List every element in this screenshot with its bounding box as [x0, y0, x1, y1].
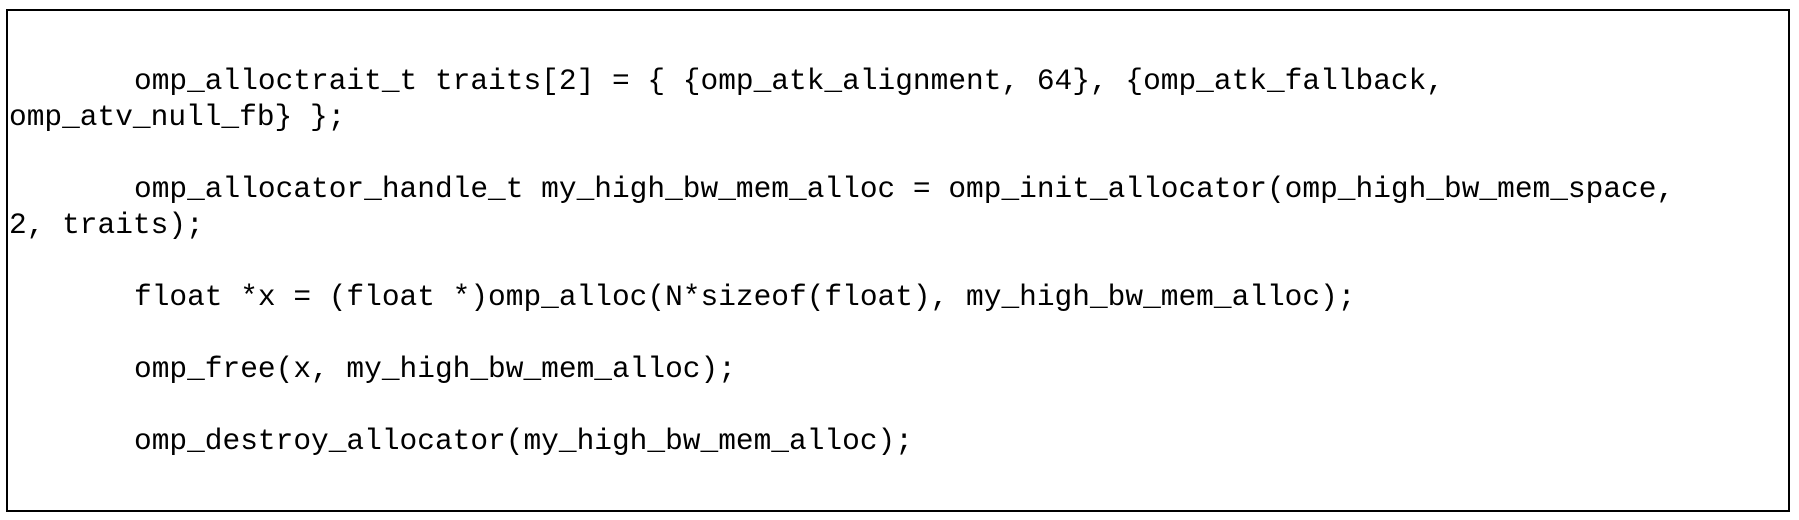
code-line-destroy-allocator: omp_destroy_allocator(my_high_bw_mem_all…	[134, 424, 913, 458]
code-line-omp-alloc: float *x = (float *)omp_alloc(N*sizeof(f…	[134, 280, 1356, 314]
code-line-traits: omp_alloctrait_t traits[2] = { {omp_atk_…	[134, 64, 1445, 98]
code-line-init-allocator-continuation: 2, traits);	[9, 208, 204, 242]
code-line-traits-continuation: omp_atv_null_fb} };	[9, 100, 346, 134]
code-block: omp_alloctrait_t traits[2] = { {omp_atk_…	[6, 9, 1790, 512]
code-line-omp-free: omp_free(x, my_high_bw_mem_alloc);	[134, 352, 736, 386]
code-line-init-allocator: omp_allocator_handle_t my_high_bw_mem_al…	[134, 172, 1675, 206]
